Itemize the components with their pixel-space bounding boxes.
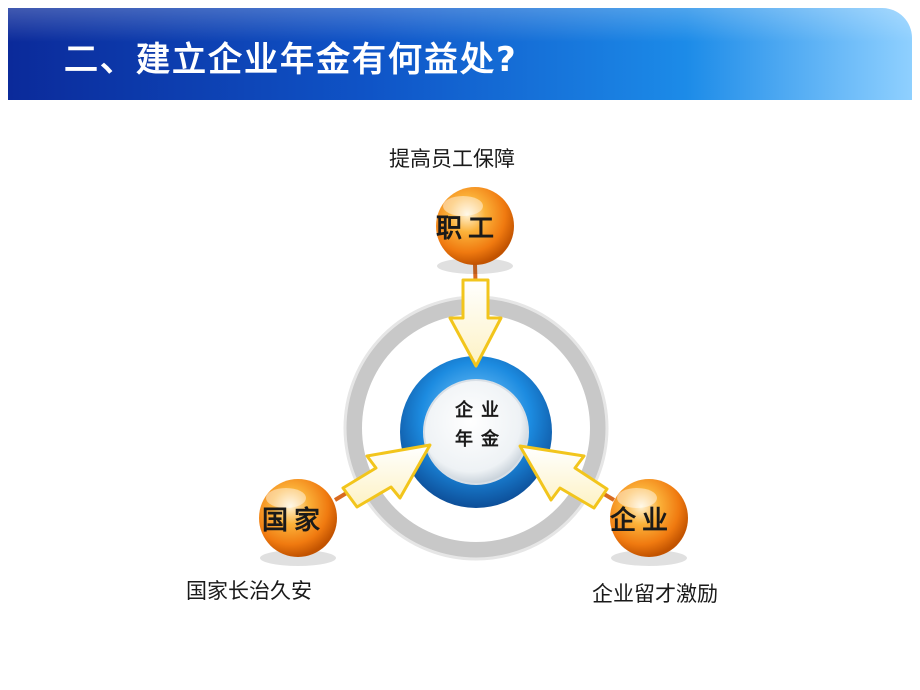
node-top-label: 职工 <box>436 214 501 244</box>
center-label-line2: 年金 <box>455 429 507 450</box>
arrow-left <box>341 443 432 509</box>
center-label-line1: 企业 <box>455 400 507 421</box>
orb-top <box>436 187 514 274</box>
arrow-top <box>448 278 503 368</box>
title-banner: 二、建立企业年金有何益处? <box>8 8 912 100</box>
center-inner-disc <box>423 379 529 485</box>
arrow-right <box>518 444 609 510</box>
node-left-label: 国家 <box>262 506 327 536</box>
orb-right <box>610 479 688 566</box>
page-title: 二、建立企业年金有何益处? <box>64 40 518 80</box>
node-right-caption: 企业留才激励 <box>592 582 718 606</box>
node-top-caption: 提高员工保障 <box>389 147 515 171</box>
node-right-label: 企业 <box>610 506 675 536</box>
node-left-caption: 国家长治久安 <box>186 579 312 603</box>
orb-left <box>259 479 337 566</box>
